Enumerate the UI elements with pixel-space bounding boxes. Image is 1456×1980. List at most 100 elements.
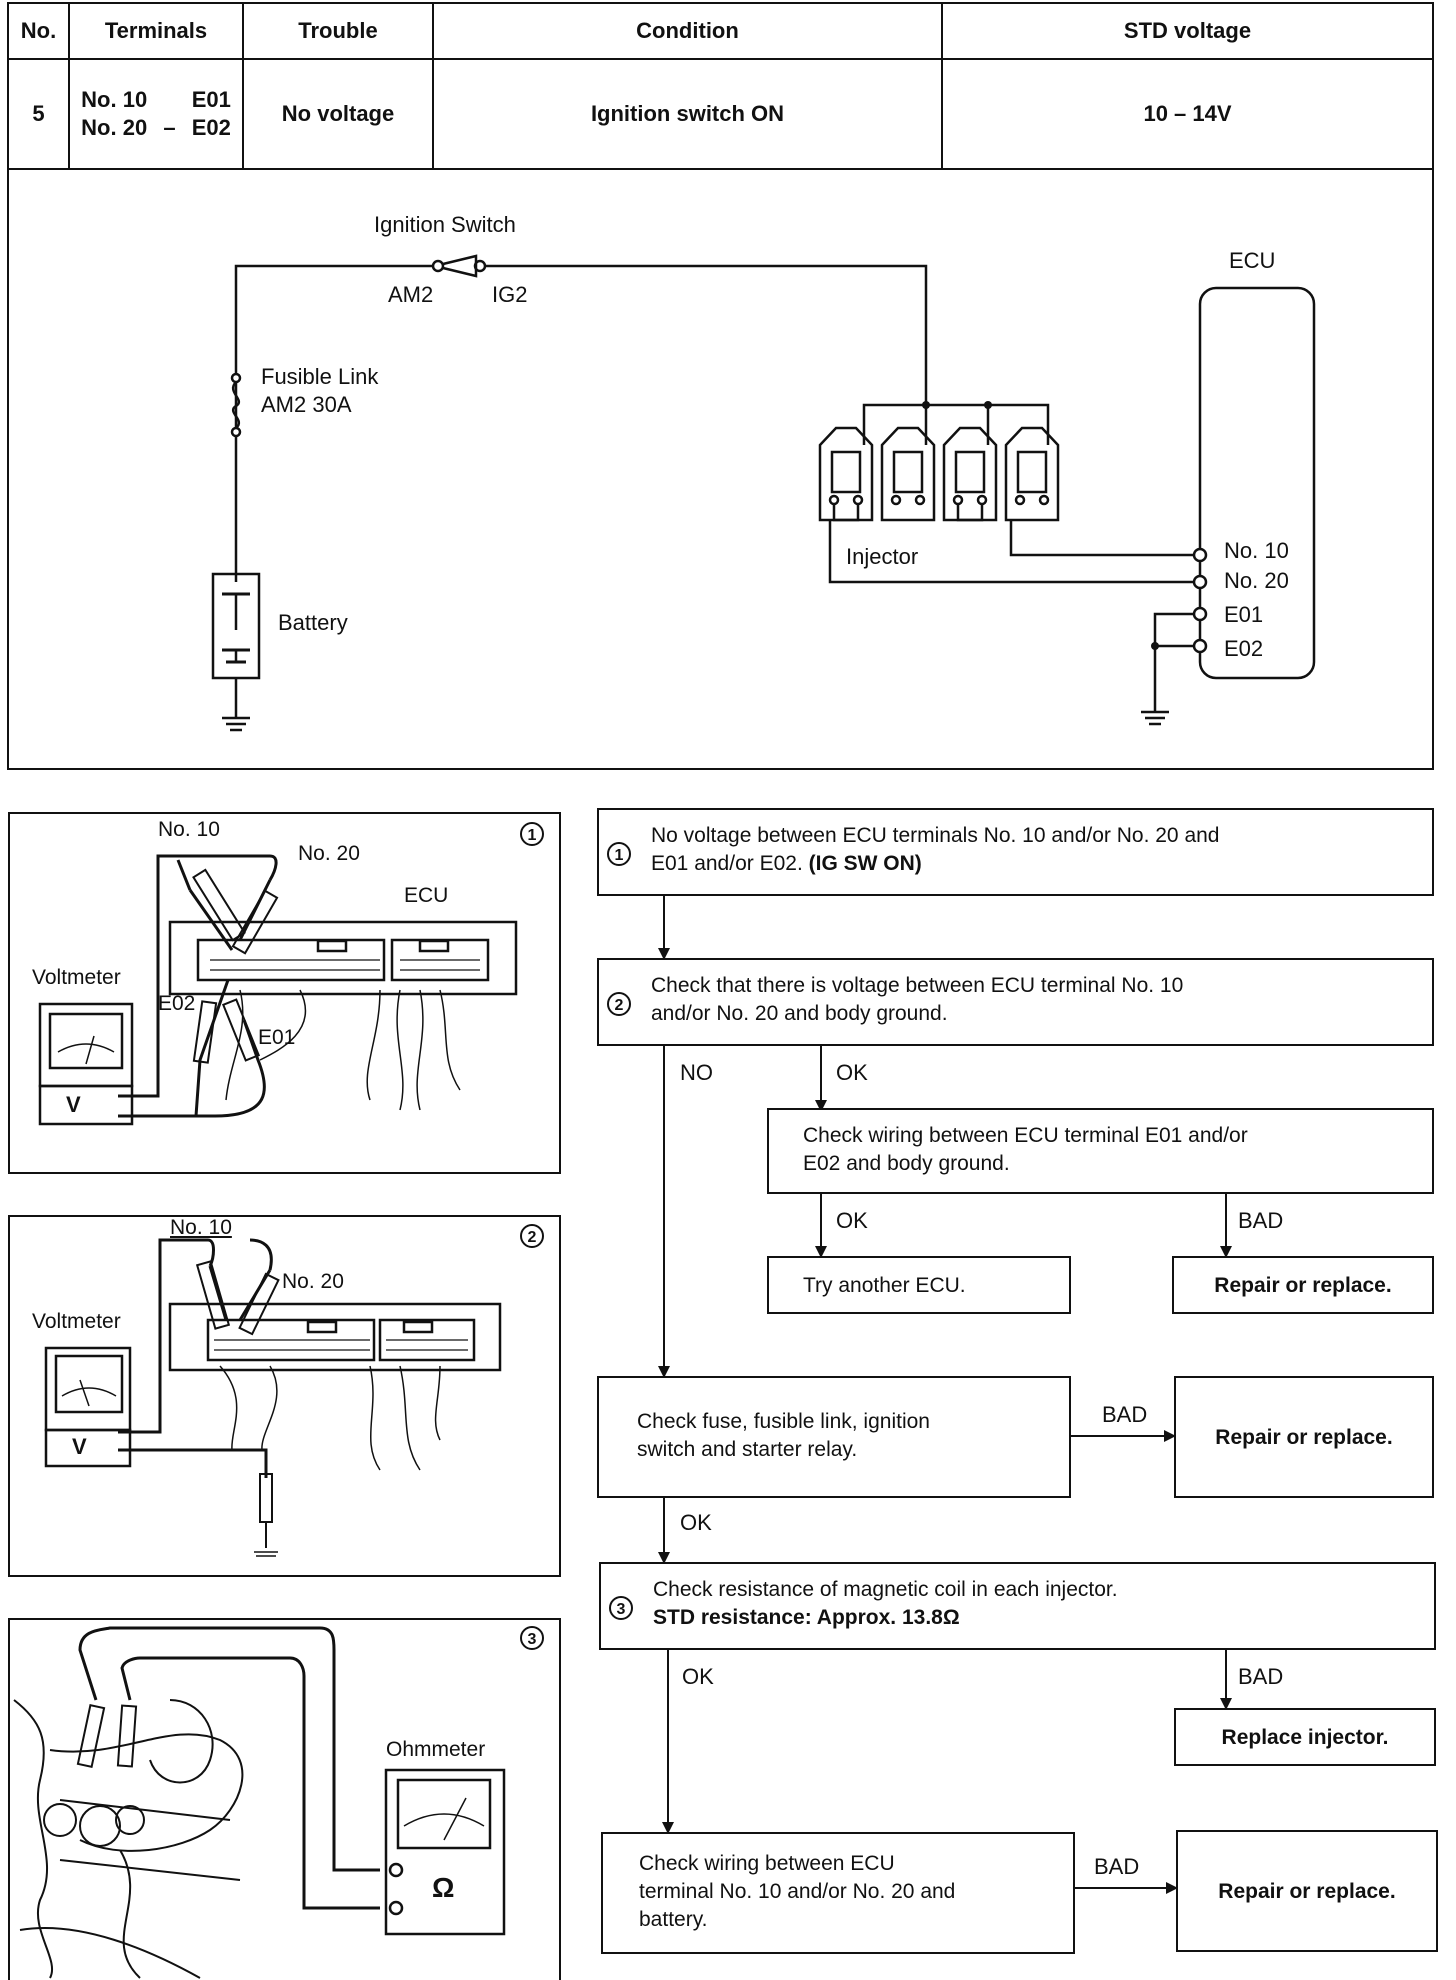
flow-step1-text: No voltage between ECU terminals No. 10 … (651, 824, 1220, 875)
fig2-label-no20: No. 20 (282, 1270, 344, 1293)
ecu-terminal-e02: E02 (1224, 636, 1264, 661)
header-condition: Condition (432, 2, 943, 60)
fig1-label-ecu: ECU (404, 884, 449, 907)
label-fusible-link-rating: AM2 30A (261, 392, 352, 417)
ecu-terminal-no20: No. 20 (1224, 568, 1289, 593)
injector-2 (880, 426, 936, 522)
label-battery: Battery (278, 610, 348, 635)
fig2-label-voltmeter: Voltmeter (32, 1310, 121, 1333)
label-ecu-circuit: ECU (1229, 248, 1276, 273)
fig1-label-no20: No. 20 (298, 842, 360, 865)
switch-contact-am2 (431, 259, 445, 273)
flow-label-ok-3: OK (680, 1510, 712, 1535)
cell-no: 5 (7, 58, 70, 170)
flow-step2-number: 2 (607, 990, 631, 1018)
fig1-voltmeter-v: V (66, 1092, 81, 1117)
fig2-voltmeter-v: V (72, 1434, 87, 1459)
terminal-e01: E01 (191, 87, 231, 112)
terminal-left: No. 10 No. 20 (81, 86, 147, 142)
flow-label-ok-1: OK (836, 1060, 868, 1085)
fig2-label-no10: No. 10 (170, 1216, 232, 1239)
flow-step3-number: 3 (609, 1594, 633, 1622)
wire-no20 (828, 520, 1200, 584)
fig1-wires (225, 989, 461, 1111)
flow-step3-text: Check resistance of magnetic coil in eac… (653, 1578, 1118, 1629)
ecu-terminal-no10: No. 10 (1224, 538, 1289, 563)
flow-step2-text: Check that there is voltage between ECU … (651, 974, 1184, 1025)
header-std-voltage: STD voltage (941, 2, 1434, 60)
wire-battery-switch (234, 264, 432, 582)
label-ig2: IG2 (492, 282, 528, 307)
terminal-dash: – (163, 115, 176, 140)
fig2-voltmeter (44, 1346, 132, 1468)
ecu-terminal-e01: E01 (1224, 602, 1264, 627)
label-injector: Injector (846, 544, 919, 569)
fig1-label-no10: No. 10 (158, 818, 220, 841)
fig3-ohmmeter (384, 1768, 506, 1936)
fig3-label-ohmmeter: Ohmmeter (386, 1738, 486, 1761)
flow-label-ok-2: OK (836, 1208, 868, 1233)
fig3-engine (13, 1699, 244, 1979)
illustration-1 (8, 812, 561, 1174)
fig2-probes (195, 1260, 280, 1557)
ecu-box-circuit (1198, 286, 1316, 680)
flow-repair-2: Repair or replace. (1174, 1376, 1434, 1498)
flow-step3: 3 Check resistance of magnetic coil in e… (599, 1562, 1436, 1650)
terminal-no20: No. 20 (81, 115, 148, 140)
label-am2: AM2 (388, 282, 434, 307)
wire-switch-injectors (486, 264, 928, 405)
flow-label-ok-4: OK (682, 1664, 714, 1689)
flow-label-no: NO (680, 1060, 713, 1085)
fig2-ecu-connector (168, 1302, 502, 1372)
label-ignition-switch: Ignition Switch (374, 212, 516, 237)
injector-4 (1004, 426, 1060, 522)
cell-std-voltage: 10 – 14V (941, 58, 1434, 170)
flow-step1-number: 1 (607, 840, 631, 868)
fig3-number: 3 (520, 1624, 544, 1650)
flow-label-bad-1: BAD (1238, 1208, 1284, 1233)
illustration-3 (8, 1618, 561, 1980)
flow-repair-1: Repair or replace. (1172, 1256, 1434, 1314)
illustration-2 (8, 1215, 561, 1577)
flow-repair-3: Repair or replace. (1176, 1830, 1438, 1952)
flow-try-another-ecu: Try another ECU. (767, 1256, 1071, 1314)
spec-table: No. Terminals Trouble Condition STD volt… (7, 2, 1434, 170)
fig2-number: 2 (520, 1222, 544, 1248)
terminal-e02: E02 (191, 115, 231, 140)
fig1-ecu-connector (168, 920, 518, 996)
flow-label-bad-3: BAD (1238, 1664, 1284, 1689)
fig1-number: 1 (520, 820, 544, 846)
flow-check-wiring-ground: Check wiring between ECU terminal E01 an… (767, 1108, 1434, 1194)
fig1-probes (192, 868, 279, 1064)
injector-bus (862, 403, 1050, 445)
cell-condition: Ignition switch ON (432, 58, 943, 170)
fig1-voltmeter (38, 1002, 134, 1126)
circuit-panel (7, 166, 1434, 770)
flow-label-bad-4: BAD (1094, 1854, 1140, 1879)
flow-replace-injector: Replace injector. (1174, 1708, 1436, 1766)
cell-trouble: No voltage (242, 58, 434, 170)
fusible-link-symbol (230, 372, 242, 438)
terminal-no10: No. 10 (81, 87, 148, 112)
fig1-label-e01: E01 (258, 1026, 296, 1049)
header-terminals: Terminals (68, 2, 244, 60)
label-fusible-link: Fusible Link (261, 364, 379, 389)
fig3-ohm-symbol: Ω (432, 1872, 455, 1903)
flow-step1: 1 No voltage between ECU terminals No. 1… (597, 808, 1434, 896)
header-trouble: Trouble (242, 2, 434, 60)
injector-1 (818, 426, 874, 522)
flow-label-bad-2: BAD (1102, 1402, 1148, 1427)
fig1-label-e02: E02 (158, 992, 196, 1015)
fig3-probes (76, 1626, 380, 1910)
spec-header-row: No. Terminals Trouble Condition STD volt… (7, 2, 1434, 60)
fig1-label-voltmeter: Voltmeter (32, 966, 121, 989)
flow-step2: 2 Check that there is voltage between EC… (597, 958, 1434, 1046)
